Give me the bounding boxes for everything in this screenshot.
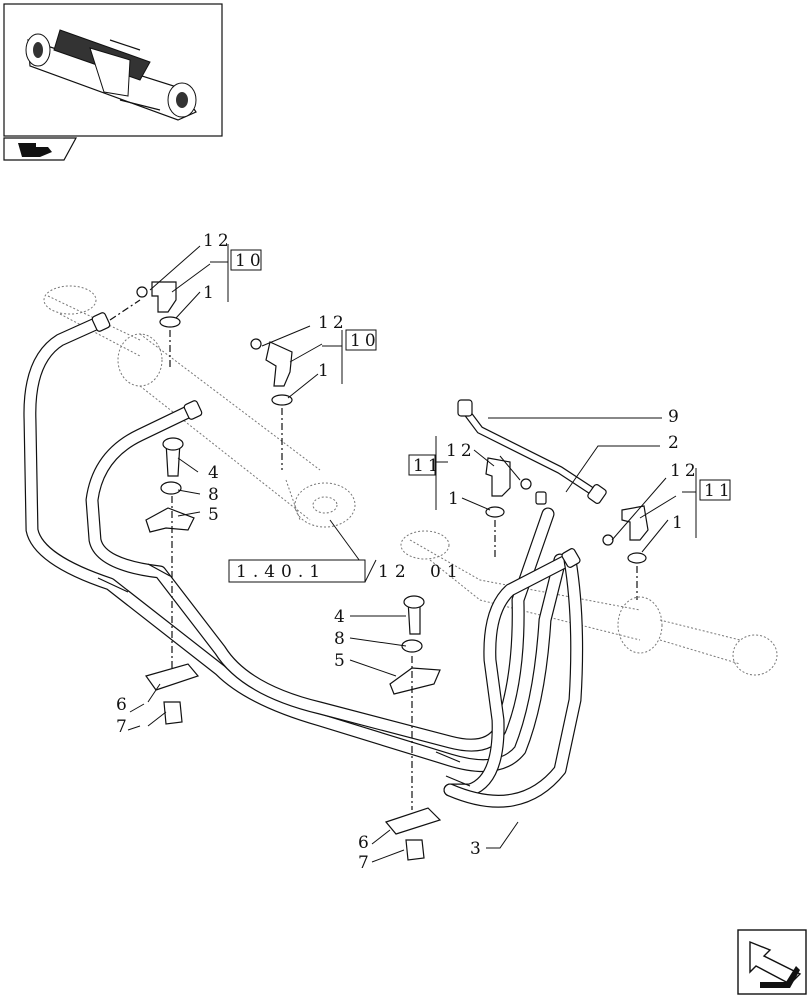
axle-thumbnail-icon[interactable] (3, 3, 223, 137)
elbow-fitting-top-left (109, 281, 181, 370)
clamp-assembly-left (145, 437, 200, 725)
callout-9: 9 (668, 407, 683, 427)
hose-left-long (23, 315, 567, 773)
hose-end-fittings (91, 312, 607, 787)
reference-code[interactable]: 1.40.1 12 01 (228, 559, 464, 583)
elbow-fitting-right-a (485, 457, 532, 560)
callout-8-left: 8 (208, 485, 223, 505)
callout-10-top-left: 10 (235, 251, 265, 271)
callout-11-right-b: 11 (704, 481, 734, 501)
callout-12-top-center: 12 (318, 313, 348, 333)
callout-1-right-b: 1 (672, 513, 687, 533)
reference-code-b: 12 (378, 562, 412, 582)
callout-1-top-left: 1 (203, 283, 218, 303)
hose-3 (443, 551, 584, 808)
hose-9-pipe (461, 406, 602, 499)
callout-4-center: 4 (334, 607, 349, 627)
callout-12-right-a: 12 (446, 441, 476, 461)
callout-7-left: 7 (116, 717, 131, 737)
callout-2: 2 (668, 433, 683, 453)
back-arrow-icon[interactable] (3, 137, 78, 161)
leader-lines (127, 244, 697, 863)
callout-1-top-center: 1 (318, 361, 333, 381)
callout-10-top-center: 10 (350, 331, 380, 351)
reference-code-a: 1.40.1 (236, 562, 326, 582)
elbow-fitting-top-center (250, 338, 293, 470)
next-page-arrow-icon[interactable] (737, 929, 807, 995)
callout-6-center: 6 (358, 833, 373, 853)
callout-5-center: 5 (334, 651, 349, 671)
callout-12-right-b: 12 (670, 461, 700, 481)
callout-7-center: 7 (358, 853, 373, 873)
hose-left-short (85, 403, 555, 752)
steering-cylinder-right (400, 530, 778, 676)
reference-code-c: 01 (430, 562, 464, 582)
callout-8-center: 8 (334, 629, 349, 649)
callout-12-top-left: 12 (203, 231, 233, 251)
callout-1-right-a: 1 (448, 489, 463, 509)
callout-5-left: 5 (208, 505, 223, 525)
callout-labels: 12 10 1 12 10 1 9 2 12 11 1 12 11 1 4 8 … (116, 231, 734, 873)
clamp-assembly-center (384, 595, 442, 861)
callout-4-left: 4 (208, 463, 223, 483)
callout-6-left: 6 (116, 695, 131, 715)
elbow-fitting-right-b (602, 505, 649, 600)
callout-11-right-a: 11 (413, 456, 443, 476)
callout-3: 3 (470, 839, 485, 859)
